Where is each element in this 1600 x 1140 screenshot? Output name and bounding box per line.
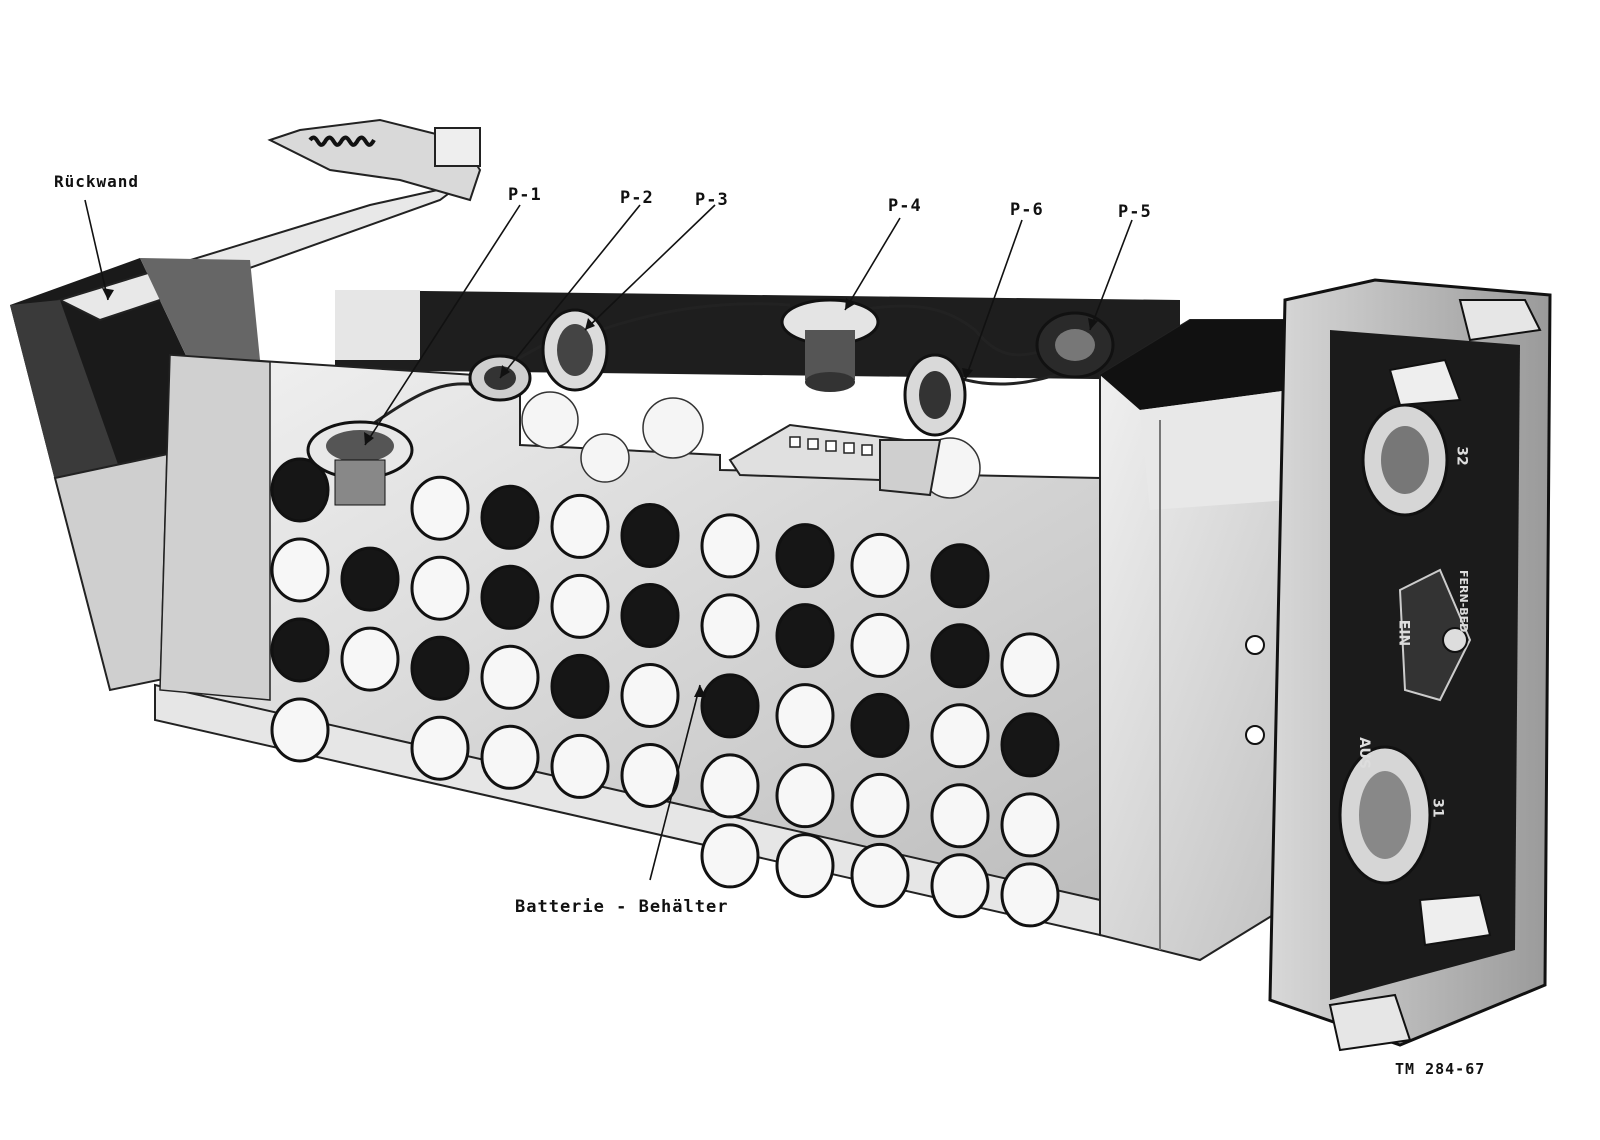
perforation-hole	[1000, 632, 1060, 698]
perforation-hole	[775, 763, 835, 829]
panel-label-ein: EIN	[1395, 619, 1412, 647]
panel-label-32: 32	[1453, 446, 1470, 466]
perforation-hole	[550, 573, 610, 639]
perforation-hole	[480, 644, 540, 710]
perforation-hole	[480, 724, 540, 790]
label-p4: P-4	[888, 196, 922, 216]
perforation-hole	[1000, 712, 1060, 778]
perforation-hole	[550, 733, 610, 799]
perforation-hole	[410, 715, 470, 781]
perforation-hole	[930, 543, 990, 609]
perforation-hole	[930, 783, 990, 849]
perforation-hole	[850, 692, 910, 758]
label-p3: P-3	[695, 190, 729, 210]
label-batterie-behaelter: Batterie - Behälter	[515, 897, 729, 917]
perforation-hole	[700, 673, 760, 739]
perforation-hole	[270, 537, 330, 603]
perforation-hole	[480, 564, 540, 630]
perforation-hole	[850, 532, 910, 598]
perforation-hole	[775, 603, 835, 669]
perforation-hole	[340, 626, 400, 692]
perforation-hole	[410, 475, 470, 541]
label-p5: P-5	[1118, 202, 1152, 222]
panel-label-fern-bed: FERN-BED.	[1457, 570, 1470, 637]
perforation-hole	[270, 457, 330, 523]
perforation-hole	[270, 617, 330, 683]
perforation-holes	[270, 457, 1060, 928]
perforation-hole	[1000, 792, 1060, 858]
perforation-hole	[410, 555, 470, 621]
label-p6: P-6	[1010, 200, 1044, 220]
perforation-hole	[930, 853, 990, 919]
perforation-hole	[850, 772, 910, 838]
housing-block	[1099, 319, 1331, 962]
battery-container	[154, 353, 1101, 937]
connector-p5	[1035, 311, 1115, 379]
toggle-switch	[1398, 568, 1472, 702]
perforation-hole	[620, 663, 680, 728]
perforation-hole	[775, 683, 835, 749]
perforation-hole	[480, 484, 540, 550]
perforation-hole	[700, 753, 760, 819]
perforation-hole	[620, 583, 680, 648]
label-p1: P-1	[508, 185, 542, 205]
perforation-hole	[775, 523, 835, 589]
rear-latch	[267, 118, 482, 202]
figure-id: TM 284-67	[1395, 1060, 1486, 1078]
panel-label-aus: AUS	[1355, 737, 1372, 769]
perforation-hole	[700, 823, 760, 889]
front-panel	[1268, 278, 1552, 1052]
perforation-hole	[550, 493, 610, 559]
leader-lines	[84, 199, 1133, 881]
perforation-hole	[700, 593, 760, 659]
label-rueckwand: Rückwand	[54, 172, 140, 191]
perforation-hole	[850, 612, 910, 678]
bottom-clip	[1328, 993, 1412, 1052]
panel-label-31: 31	[1429, 798, 1446, 818]
top-clip	[1388, 358, 1462, 407]
perforation-hole	[270, 697, 330, 763]
perforation-hole	[340, 546, 400, 612]
perforation-hole	[930, 623, 990, 689]
connector-p3	[541, 308, 609, 392]
perforation-hole	[1000, 862, 1060, 928]
perforation-hole	[850, 842, 910, 908]
perforation-hole	[620, 503, 680, 568]
perforation-hole	[410, 635, 470, 701]
perforation-hole	[700, 513, 760, 579]
label-p2: P-2	[620, 188, 654, 208]
bottom-latch	[1418, 893, 1492, 947]
top-latch	[1458, 299, 1542, 342]
perforation-hole	[930, 703, 990, 769]
perforation-hole	[775, 833, 835, 899]
connector-p4	[780, 298, 880, 392]
terminal-bracket	[728, 423, 942, 497]
perforation-hole	[620, 743, 680, 808]
perforation-hole	[550, 653, 610, 719]
connector-p1	[306, 420, 414, 506]
connector-p6	[903, 353, 967, 437]
